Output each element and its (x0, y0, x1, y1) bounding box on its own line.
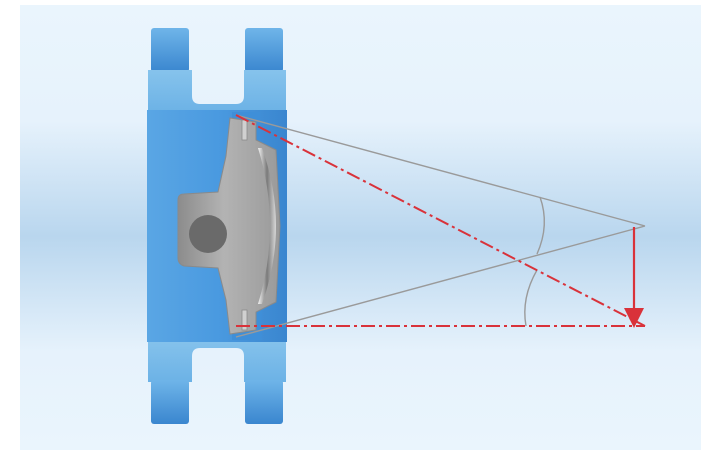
bottom-right-bolt (245, 380, 283, 424)
lower-cone-line (235, 225, 646, 338)
diagram-background (20, 5, 701, 450)
lower-seat-insert (241, 309, 248, 331)
lower-angle-arc (524, 269, 538, 327)
down-arrow-icon (624, 227, 644, 328)
disc-body (177, 117, 281, 335)
upper-angle-arc (536, 196, 545, 255)
upper-cone-line (235, 114, 646, 227)
inclined-axis-line (235, 114, 646, 327)
bottom-left-bolt (151, 380, 189, 424)
top-left-bolt (151, 28, 189, 72)
top-flange (148, 70, 286, 112)
offset-reference-lines (235, 114, 646, 327)
disc-sealing-face (258, 148, 276, 304)
top-right-bolt (245, 28, 283, 72)
bottom-flange (148, 338, 286, 382)
top-bolt-lugs (148, 28, 286, 112)
upper-seat-insert (241, 119, 248, 141)
shaft-bore (189, 215, 227, 253)
cone-geometry-lines (235, 114, 646, 338)
valve-disc (177, 117, 281, 335)
bottom-bolt-lugs (148, 338, 286, 424)
